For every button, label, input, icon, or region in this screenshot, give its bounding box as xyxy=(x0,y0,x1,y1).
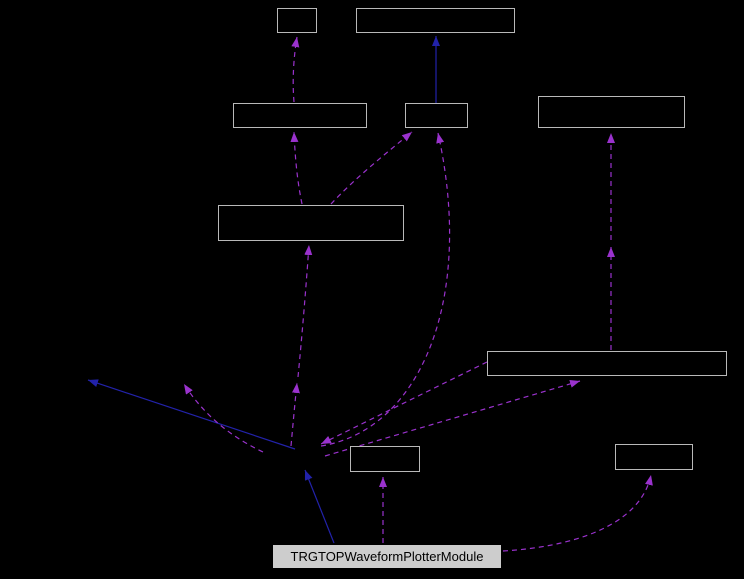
class-node-9[interactable] xyxy=(615,444,693,470)
usage-edge-1 xyxy=(291,36,300,103)
usage-edge-13 xyxy=(502,474,653,552)
inheritance-edge-3 xyxy=(304,469,335,544)
usage-edge-7 xyxy=(297,244,313,378)
current-class-label: TRGTOPWaveformPlotterModule xyxy=(290,549,484,564)
class-node-5[interactable] xyxy=(538,96,685,128)
current-class-node: TRGTOPWaveformPlotterModule xyxy=(272,544,502,569)
usage-edge-3 xyxy=(330,131,413,205)
usage-edge-8 xyxy=(320,132,451,447)
class-node-8[interactable] xyxy=(350,446,420,472)
inheritance-edge-2 xyxy=(87,379,296,450)
class-node-4[interactable] xyxy=(405,103,468,128)
usage-edge-9 xyxy=(320,361,488,445)
class-node-1[interactable] xyxy=(277,8,317,33)
usage-edge-11 xyxy=(183,383,264,453)
class-node-2[interactable] xyxy=(356,8,515,33)
usage-edge-6 xyxy=(290,382,300,447)
usage-edge-10 xyxy=(324,379,581,457)
class-node-3[interactable] xyxy=(233,103,367,128)
usage-edge-2 xyxy=(290,131,303,205)
class-node-6[interactable] xyxy=(218,205,404,241)
class-node-7[interactable] xyxy=(487,351,727,376)
